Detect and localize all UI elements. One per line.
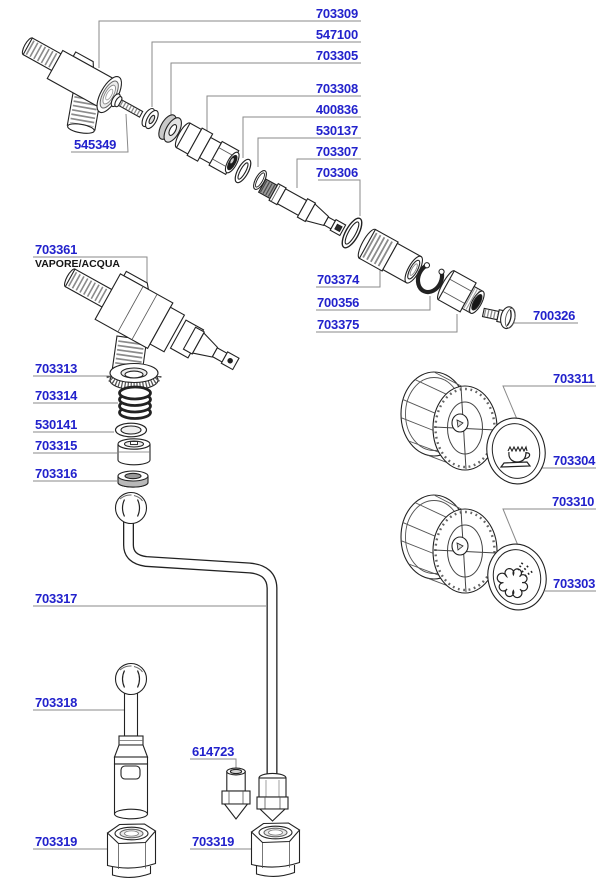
part-703375-nut xyxy=(436,270,485,314)
part-703317-pipe xyxy=(114,491,289,822)
part-label-703315[interactable]: 703315 xyxy=(35,438,78,453)
part-label-703305[interactable]: 703305 xyxy=(315,48,358,63)
part-400836-o-ring xyxy=(234,158,252,184)
part-703374-bushing xyxy=(357,228,424,284)
part-label-703361[interactable]: 703361 xyxy=(35,242,78,257)
part-label-703316[interactable]: 703316 xyxy=(35,466,78,481)
part-label-703375[interactable]: 703375 xyxy=(317,317,360,332)
part-614723-nozzle xyxy=(221,767,251,820)
part-label-547100[interactable]: 547100 xyxy=(315,27,358,42)
part-label-703319-left[interactable]: 703319 xyxy=(35,834,78,849)
part-label-614723[interactable]: 614723 xyxy=(192,744,235,759)
part-547100-washer xyxy=(141,107,159,130)
part-703319-nut-left xyxy=(106,823,157,878)
part-label-703303[interactable]: 703303 xyxy=(553,576,596,591)
leader-lines xyxy=(33,20,596,850)
part-label-703309[interactable]: 703309 xyxy=(315,6,358,21)
part-label-700326[interactable]: 700326 xyxy=(533,308,576,323)
part-label-530141[interactable]: 530141 xyxy=(35,417,78,432)
part-label-545349[interactable]: 545349 xyxy=(74,137,117,152)
part-label-703319-right[interactable]: 703319 xyxy=(192,834,235,849)
part-label-703308[interactable]: 703308 xyxy=(315,81,358,96)
part-label-703304[interactable]: 703304 xyxy=(553,453,596,468)
part-703319-nut-right xyxy=(250,822,301,877)
part-703305-washer xyxy=(158,114,182,143)
part-label-703313[interactable]: 703313 xyxy=(35,361,78,376)
part-530141-o-ring xyxy=(114,422,148,438)
part-label-703317[interactable]: 703317 xyxy=(35,591,78,606)
part-703310-knob xyxy=(399,493,499,595)
part-703315-piston xyxy=(117,438,151,466)
part-703304-hot-water-cap xyxy=(480,412,552,490)
part-label-703318[interactable]: 703318 xyxy=(35,695,78,710)
part-703316-seal xyxy=(117,470,149,488)
steam-jet-icon xyxy=(496,561,534,599)
part-label-703314[interactable]: 703314 xyxy=(35,388,78,403)
part-label-703306[interactable]: 703306 xyxy=(315,165,358,180)
valve-caption-vapore-acqua: VAPORE/ACQUA xyxy=(35,258,120,270)
part-label-530137[interactable]: 530137 xyxy=(315,123,358,138)
part-545349-screw xyxy=(110,93,144,118)
part-703308-fitting xyxy=(174,122,240,176)
part-label-400836[interactable]: 400836 xyxy=(315,102,358,117)
part-703306-o-ring xyxy=(341,217,363,249)
part-label-703374[interactable]: 703374 xyxy=(317,272,360,287)
part-label-703310[interactable]: 703310 xyxy=(552,494,595,509)
part-700326-screw xyxy=(481,306,516,330)
part-703311-knob xyxy=(399,370,499,472)
coffee-cup-icon xyxy=(499,445,532,468)
part-703303-steam-cap xyxy=(481,538,553,616)
part-label-703311[interactable]: 703311 xyxy=(553,371,595,386)
part-700356-retaining-clip xyxy=(415,261,445,295)
part-label-703307[interactable]: 703307 xyxy=(315,144,358,159)
part-703307-valve-stem xyxy=(257,178,347,237)
part-703361-vapore-acqua-valve xyxy=(63,268,240,378)
part-703313-gland-ring xyxy=(106,362,162,391)
part-703314-spring xyxy=(118,385,152,420)
part-label-700356[interactable]: 700356 xyxy=(317,295,360,310)
part-545349-valve-body xyxy=(21,37,123,134)
part-703318-wand xyxy=(113,662,149,820)
